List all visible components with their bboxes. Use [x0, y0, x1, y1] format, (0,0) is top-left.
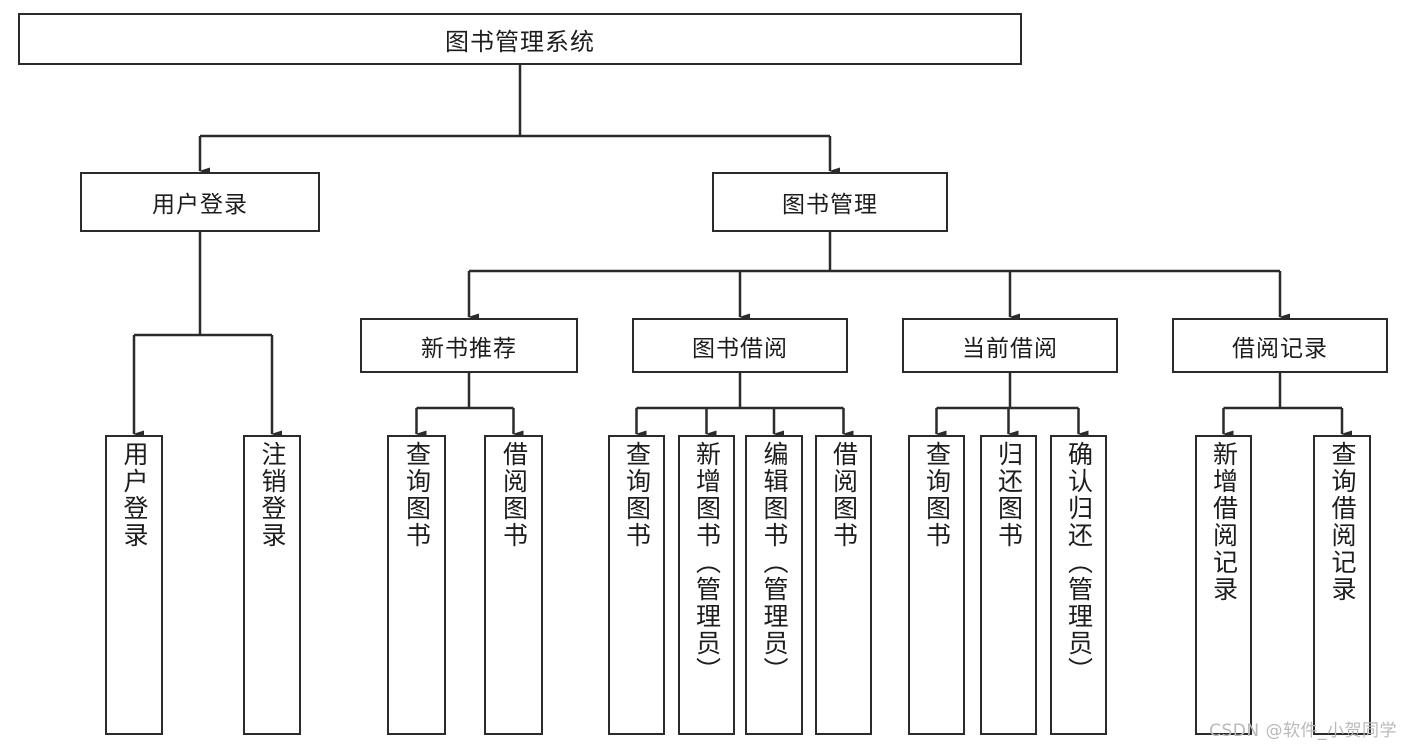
node-label: 新增借阅记录	[1209, 441, 1239, 603]
watermark-label: CSDN @软件_小贺同学	[1209, 721, 1397, 741]
node-label: 用户登录	[120, 441, 149, 549]
node-label: 借阅图书	[499, 441, 529, 549]
node-label: 新增图书（管理员）	[692, 441, 722, 684]
node-label: 查询借阅记录	[1328, 441, 1357, 603]
node-label: 借阅记录	[1232, 335, 1328, 362]
node-book-manage[interactable]: 图书管理	[712, 172, 948, 232]
node-label: 查询图书	[402, 441, 432, 549]
node-label: 用户登录	[152, 192, 248, 218]
node-root[interactable]: 图书管理系统	[18, 13, 1022, 65]
node-leaf-logout[interactable]: 注销登录	[243, 435, 301, 735]
node-label: 当前借阅	[962, 335, 1058, 362]
node-leaf-borrow-book-2[interactable]: 借阅图书	[815, 435, 872, 735]
node-label: 编辑图书（管理员）	[760, 441, 789, 684]
node-label: 图书借阅	[692, 335, 788, 362]
node-leaf-query-book-2[interactable]: 查询图书	[608, 435, 665, 735]
node-label: 图书管理系统	[445, 27, 595, 56]
node-leaf-query-book-1[interactable]: 查询图书	[387, 435, 446, 735]
node-new-book-rec[interactable]: 新书推荐	[360, 318, 578, 373]
node-book-borrow[interactable]: 图书借阅	[632, 318, 848, 373]
node-leaf-add-record[interactable]: 新增借阅记录	[1195, 435, 1252, 735]
node-borrow-record[interactable]: 借阅记录	[1172, 318, 1388, 373]
node-label: 查询图书	[622, 441, 652, 549]
node-user-login[interactable]: 用户登录	[80, 172, 320, 232]
node-leaf-return-book[interactable]: 归还图书	[980, 435, 1037, 735]
node-leaf-confirm-return[interactable]: 确认归还（管理员）	[1050, 435, 1107, 735]
node-leaf-borrow-book-1[interactable]: 借阅图书	[484, 435, 543, 735]
node-label: 归还图书	[994, 441, 1024, 549]
node-label: 图书管理	[782, 192, 878, 218]
node-leaf-query-record[interactable]: 查询借阅记录	[1313, 435, 1371, 735]
node-label: 查询图书	[922, 441, 952, 549]
node-label: 借阅图书	[829, 441, 859, 549]
node-label: 新书推荐	[421, 335, 517, 362]
node-leaf-add-book[interactable]: 新增图书（管理员）	[678, 435, 735, 735]
node-leaf-edit-book[interactable]: 编辑图书（管理员）	[745, 435, 803, 735]
node-label: 确认归还（管理员）	[1064, 441, 1094, 684]
node-leaf-user-login[interactable]: 用户登录	[105, 435, 163, 735]
node-current-borrow[interactable]: 当前借阅	[902, 318, 1118, 373]
node-leaf-query-book-3[interactable]: 查询图书	[908, 435, 965, 735]
node-label: 注销登录	[258, 441, 287, 549]
